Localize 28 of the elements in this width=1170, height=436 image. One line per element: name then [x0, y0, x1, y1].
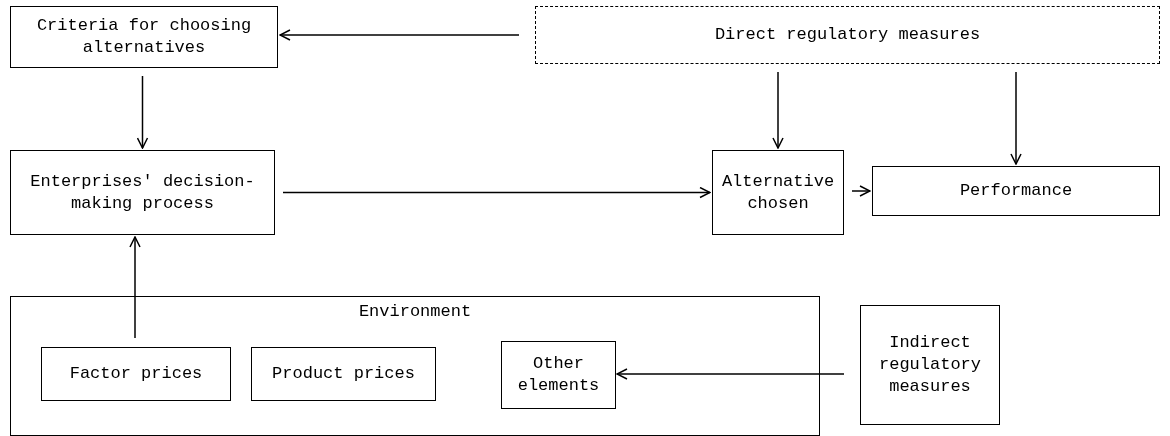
arrow: [1010, 71, 1022, 165]
arrow: [129, 236, 141, 339]
process-box: [251, 347, 436, 401]
box-label: Enterprises' decision-making process: [29, 170, 256, 215]
process-box: [860, 305, 1000, 425]
arrow: [282, 186, 711, 199]
arrow: [136, 75, 149, 149]
arrow: [851, 185, 871, 197]
box-label: Performance: [959, 180, 1073, 202]
arrow: [772, 71, 784, 149]
arrow: [279, 29, 520, 41]
process-box: [535, 6, 1160, 64]
box-label: Direct regulatory measures: [714, 24, 981, 46]
box-label: Product prices: [272, 363, 415, 385]
process-box: [10, 150, 275, 235]
process-box: [872, 166, 1160, 216]
box-label: Indirect regulatory measures: [878, 332, 982, 398]
environment-box: [10, 296, 820, 436]
process-box: [10, 6, 278, 68]
process-box: [41, 347, 231, 401]
box-label: Criteria for choosing alternatives: [35, 15, 253, 59]
box-label: Alternative chosen: [721, 170, 835, 215]
process-box: [712, 150, 844, 235]
arrow: [616, 368, 845, 380]
process-box: [501, 341, 616, 409]
box-label: Factor prices: [69, 363, 203, 385]
box-label: Other elements: [516, 353, 601, 397]
box-heading: Environment: [358, 301, 472, 323]
